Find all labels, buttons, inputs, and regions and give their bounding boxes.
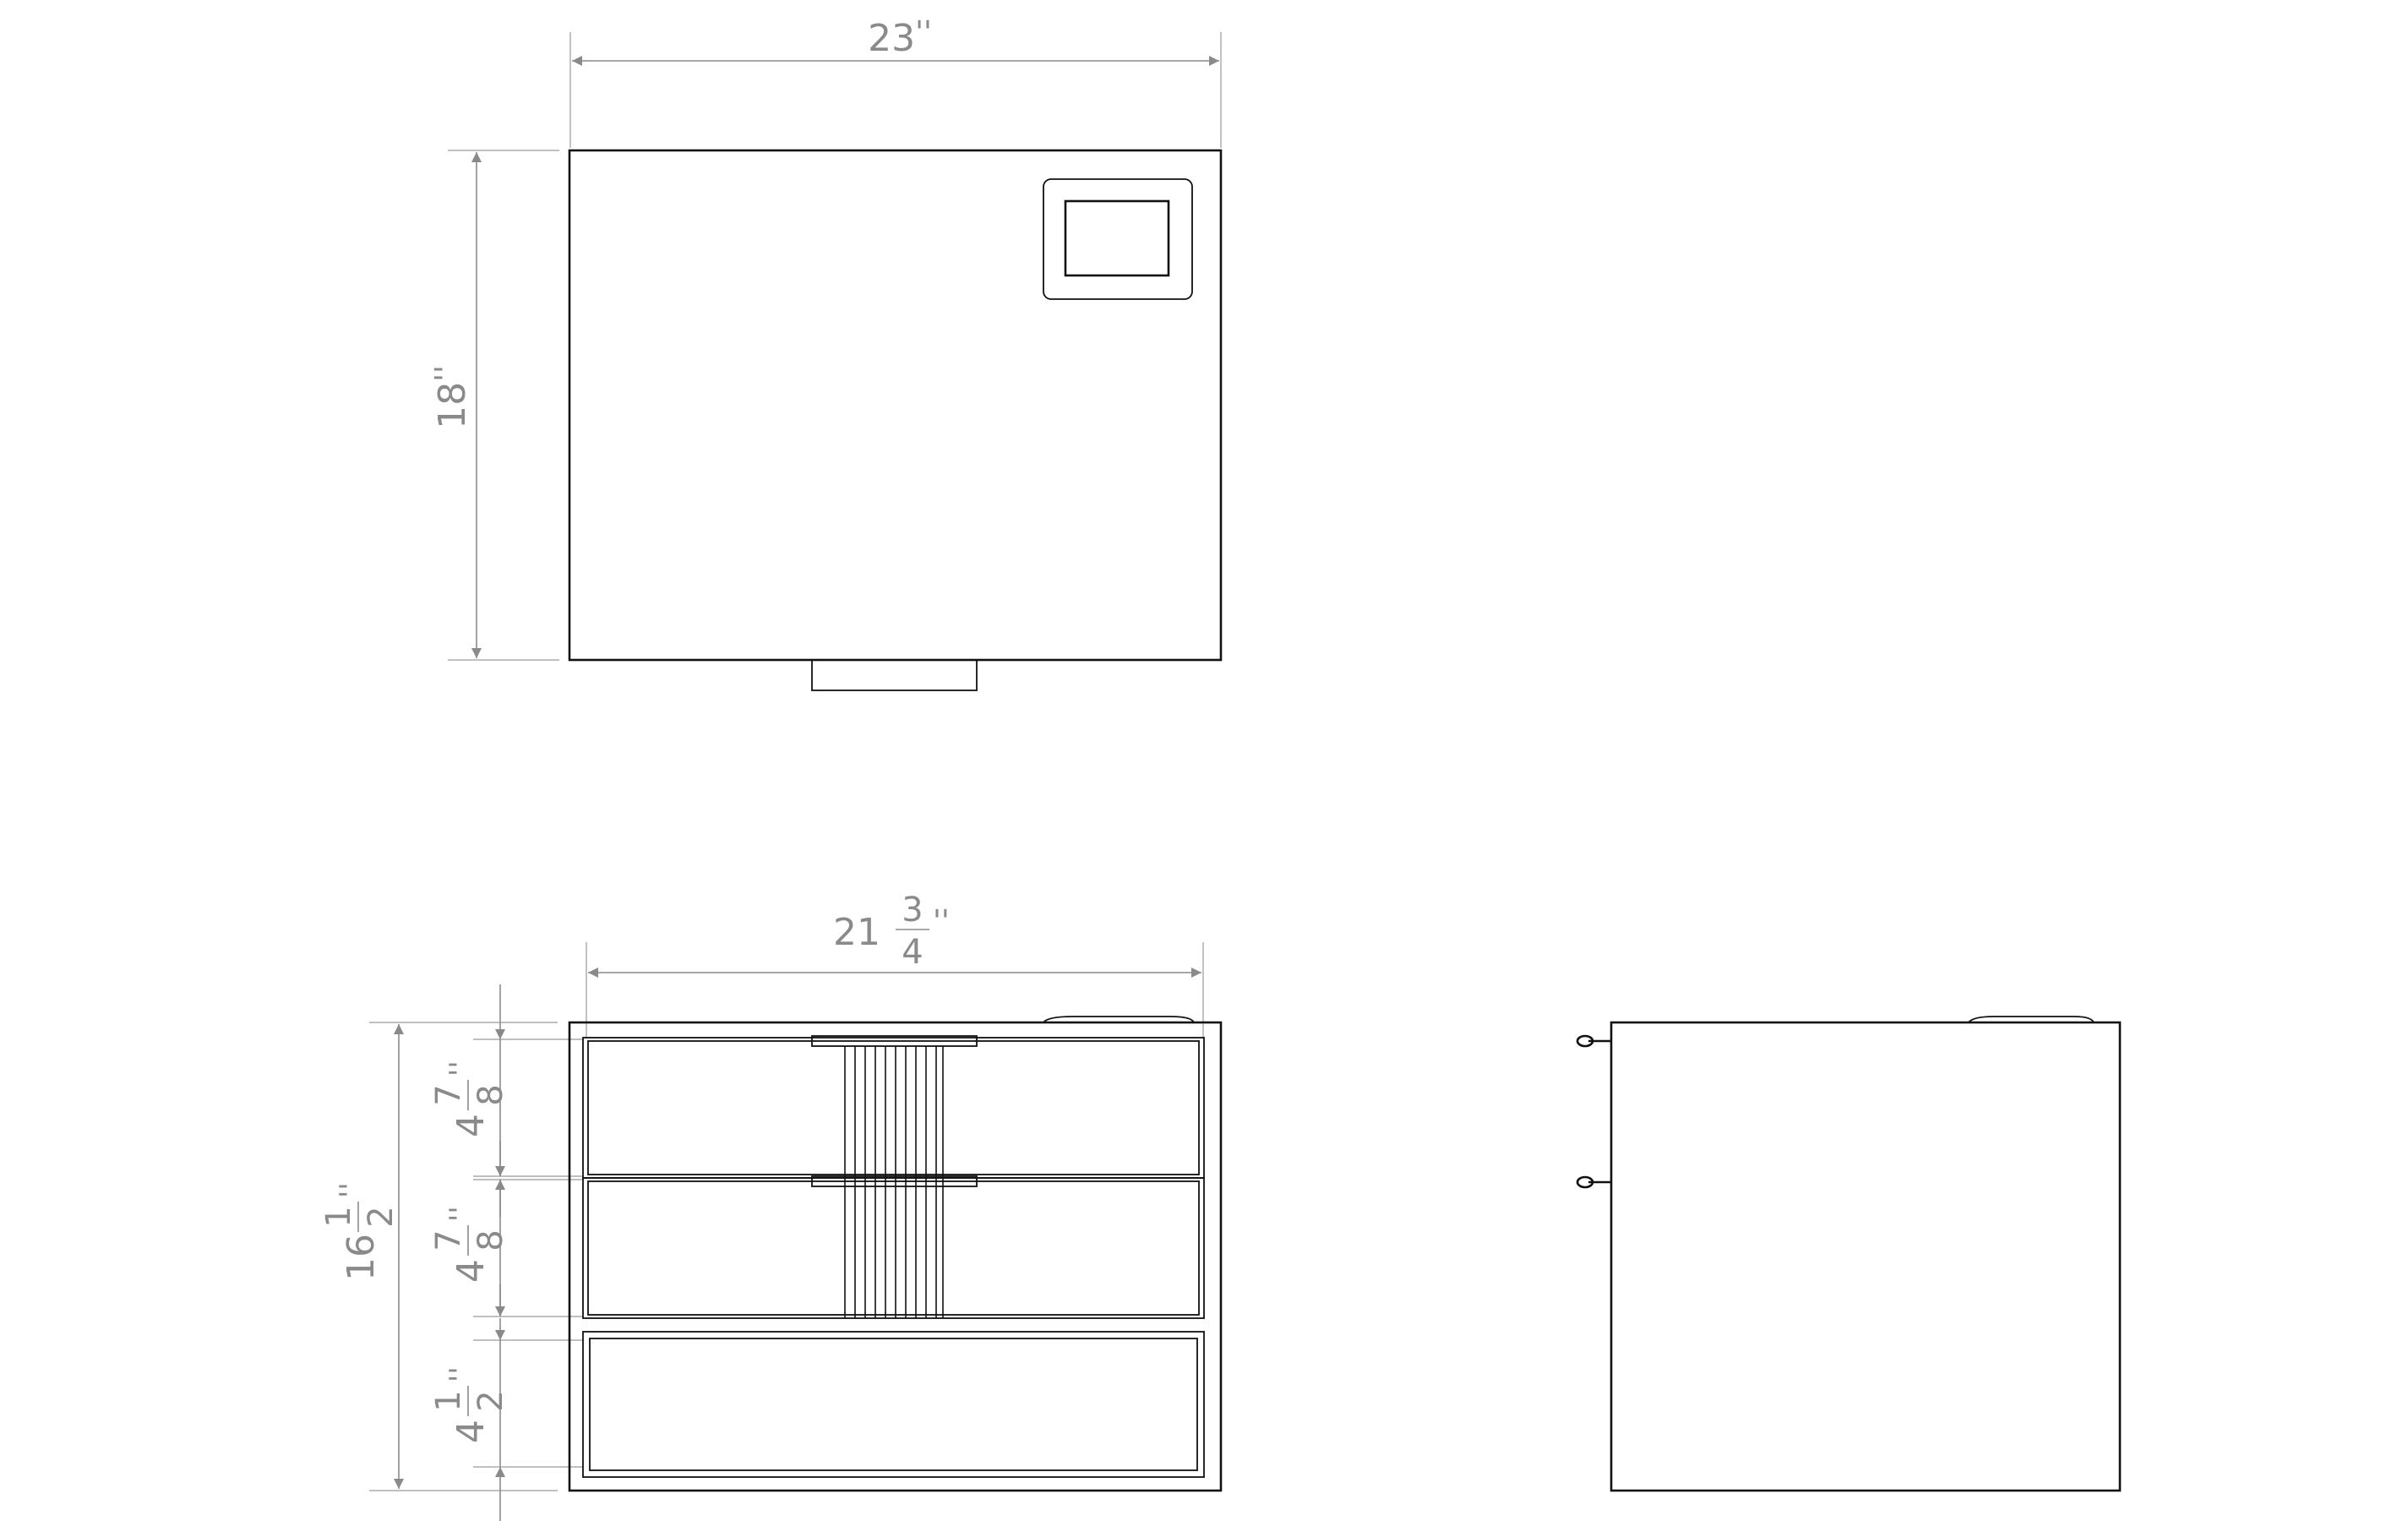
drawer3-numerator: 1 [429, 1390, 468, 1411]
front-height-denominator: 2 [362, 1206, 400, 1227]
drawer2-whole: 4 [449, 1259, 493, 1283]
top-control-panel-frame [1043, 178, 1193, 300]
drawer-3-inner [589, 1338, 1198, 1471]
top-control-panel-screen [1064, 199, 1170, 277]
side-top-lip [1968, 1016, 2095, 1023]
drawer3-height-label: 4 1 2 '' [429, 1366, 510, 1443]
top-depth-label: 18'' [429, 365, 474, 429]
drawer2-height-label: 4 7 8 '' [429, 1206, 510, 1283]
side-view-body [1610, 1021, 2122, 1492]
top-view: 23'' 18'' [429, 15, 1223, 691]
drawer-2-outer [582, 1177, 1205, 1319]
top-width-label: 23'' [868, 15, 932, 60]
front-width-unit: '' [933, 904, 950, 939]
drawer1-height-label: 4 7 8 '' [429, 1060, 510, 1137]
front-width-numerator: 3 [902, 891, 923, 930]
front-height-label: 16 1 2 '' [319, 1182, 400, 1281]
drawer1-whole: 4 [449, 1114, 493, 1137]
front-top-lip [1043, 1016, 1195, 1023]
drawer-1-inner [587, 1040, 1200, 1175]
front-height-numerator: 1 [319, 1206, 358, 1227]
drawer3-denominator: 2 [471, 1390, 510, 1411]
drawer-1-handle [811, 1035, 978, 1047]
drawer2-numerator: 7 [429, 1229, 468, 1251]
top-view-body [568, 149, 1223, 662]
drawer1-denominator: 8 [471, 1084, 510, 1105]
side-handle-2 [1576, 1175, 1611, 1189]
drawer-3-outer [582, 1331, 1205, 1478]
side-handle-1 [1576, 1034, 1611, 1048]
drawer3-unit: '' [444, 1366, 477, 1382]
front-view-body [568, 1021, 1223, 1492]
side-view [1576, 1016, 2122, 1492]
front-width-denominator: 4 [902, 933, 923, 972]
drawer1-numerator: 7 [429, 1084, 468, 1105]
front-view: 21 3 4 '' 16 1 2 '' [319, 891, 1223, 1521]
front-height-whole: 16 [340, 1234, 383, 1281]
drawer-1-outer [582, 1037, 1205, 1179]
center-grille [844, 1046, 944, 1318]
drawer2-denominator: 8 [471, 1229, 510, 1251]
front-width-label: 21 3 4 '' [833, 891, 950, 972]
front-height-unit: '' [334, 1182, 368, 1198]
front-width-whole: 21 [833, 911, 880, 954]
drawer2-unit: '' [444, 1206, 477, 1222]
drawer3-whole: 4 [449, 1420, 493, 1443]
drawer-2-inner [587, 1180, 1200, 1316]
top-view-handle [811, 659, 978, 691]
drawer1-unit: '' [444, 1060, 477, 1077]
drawer-2-handle [811, 1175, 978, 1187]
